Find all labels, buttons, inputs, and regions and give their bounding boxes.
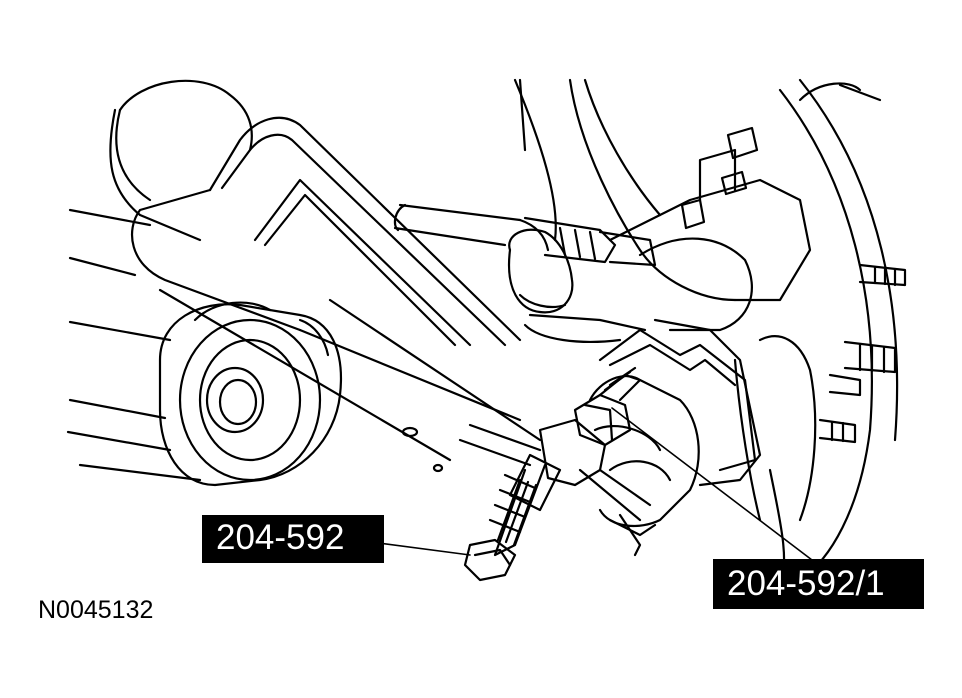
ball-joint-boot bbox=[507, 228, 647, 343]
steering-knuckle bbox=[513, 78, 812, 332]
callout-tool-main: 204-592 bbox=[202, 515, 384, 563]
brake-rotor bbox=[733, 78, 899, 592]
lower-control-arm bbox=[131, 116, 542, 473]
forcing-screw bbox=[463, 418, 652, 582]
control-arm-bushing bbox=[158, 301, 342, 487]
wheel-studs bbox=[818, 263, 907, 444]
wheel-stud bbox=[818, 418, 857, 444]
leader-line-adapter bbox=[611, 407, 813, 561]
wheel-stud bbox=[843, 340, 897, 374]
figure-id: N0045132 bbox=[38, 596, 154, 624]
wheel-stud bbox=[858, 263, 907, 287]
separator-frame bbox=[588, 318, 762, 537]
tool-nut bbox=[573, 366, 642, 447]
callout-tool-adapter: 204-592/1 bbox=[713, 559, 924, 609]
